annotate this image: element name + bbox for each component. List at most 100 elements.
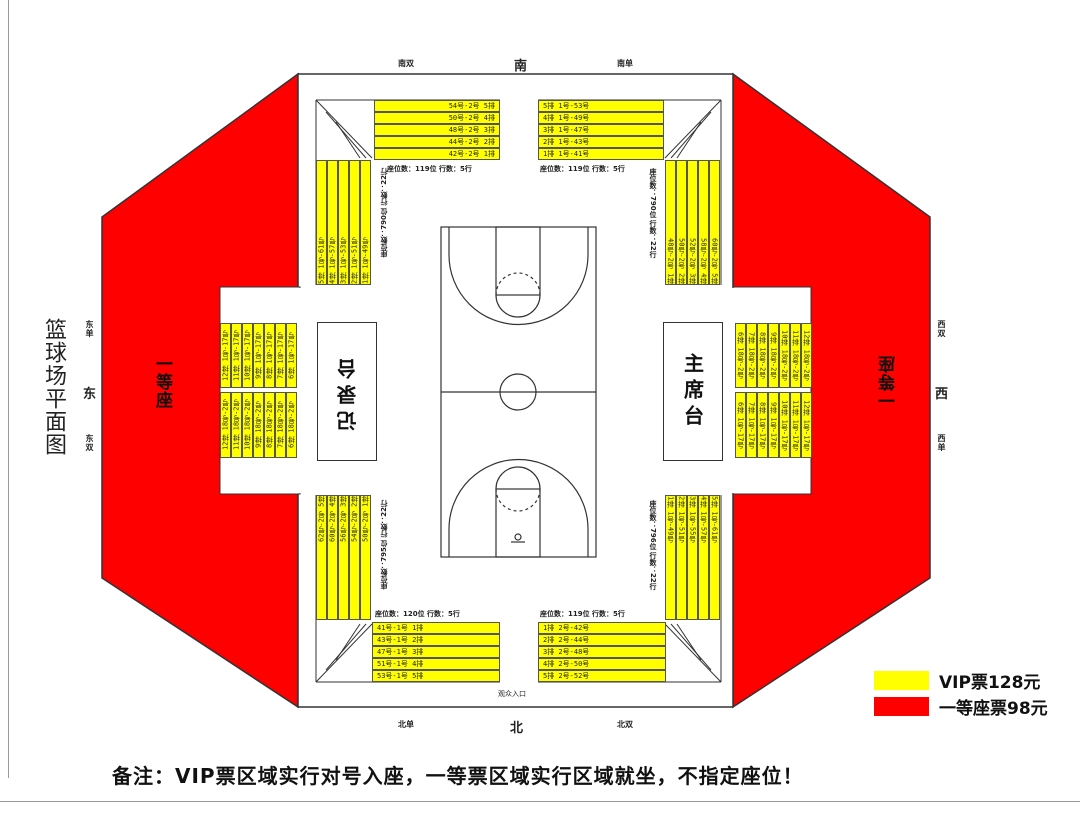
section-info: 座位数：790位 行数：22行: [649, 168, 657, 258]
seat-column: 10排 18号-2号: [779, 323, 790, 388]
seat-row: 3排 1号-47号: [538, 124, 664, 136]
legend-vip: VIP票128元: [874, 668, 1040, 693]
seat-row: 5排 2号-52号: [538, 670, 666, 682]
seat-column: 8排 1号-17号: [264, 323, 275, 388]
seat-column: 9排 1号-17号: [768, 392, 779, 458]
direction-west: 西: [935, 387, 949, 402]
chairman-table: 主席台: [663, 322, 723, 461]
seat-row: 4排 1号-49号: [538, 112, 664, 124]
seat-column: 56号-2号 3排: [338, 495, 349, 620]
seat-row: 53号-1号 5排: [372, 670, 500, 682]
seat-column: 7排 18号-2号: [746, 323, 757, 388]
section-ur: 48号-2号 1排 50号-2号 2排 52号-2号 3排 58号-2号 4排 …: [665, 160, 720, 285]
section-east-upper: 12排 1号-17号 11排 1号-17号 10排 1号-17号 9排 1号-1…: [220, 323, 297, 388]
seat-column: 62号-2号 5排: [316, 495, 327, 620]
section-south-left: 54号-2号 5排 50号-2号 4排 48号-2号 3排 44号-2号 2排 …: [374, 100, 500, 160]
first-class-label-east: 一等座: [152, 355, 172, 409]
seat-column: 7排 18号-2号: [275, 392, 286, 458]
seat-column: 12排 18号-2号: [801, 323, 812, 388]
seat-column: 8排 1号-17号: [757, 392, 768, 458]
seat-column: 4排 1号-57号: [698, 495, 709, 620]
chairman-table-label: 主席台: [680, 352, 705, 431]
seat-column: 8排 18号-2号: [264, 392, 275, 458]
seat-column: 11排 18号-2号: [231, 392, 242, 458]
seat-column: 7排 1号-17号: [746, 392, 757, 458]
seat-column: 10排 1号-17号: [242, 323, 253, 388]
legend-label-first: 一等座票98元: [939, 699, 1048, 719]
seat-row: 3排 2号-48号: [538, 646, 666, 658]
seat-row: 43号-1号 2排: [372, 634, 500, 646]
section-info: 座位数：795位 行数：22行: [380, 500, 388, 590]
east-wing: [219, 286, 301, 495]
direction-east-bottom: 东双: [85, 434, 94, 452]
seat-row: 44号-2号 2排: [374, 136, 500, 148]
section-info: 座位数：119位 行数：5行: [540, 610, 625, 618]
seat-column: 4排 1号-57号: [327, 160, 338, 285]
audience-entrance: 观众入口: [498, 690, 526, 698]
seat-column: 10排 1号-17号: [779, 392, 790, 458]
seat-column: 50号-2号 2排: [676, 160, 687, 285]
seat-column: 9排 1号-17号: [253, 323, 264, 388]
seat-column: 1排 1号-49号: [665, 495, 676, 620]
seat-column: 11排 18号-2号: [790, 323, 801, 388]
legend-label-vip: VIP票128元: [939, 673, 1041, 693]
seat-column: 11排 1号-17号: [231, 323, 242, 388]
section-info: 座位数：796位 行数：22行: [649, 500, 657, 590]
seat-column: 12排 1号-17号: [220, 323, 231, 388]
seat-row: 1排 1号-41号: [538, 148, 664, 160]
scorer-table: 记录台: [317, 322, 377, 461]
seat-column: 6排 1号-17号: [735, 392, 746, 458]
basketball-court: [440, 226, 597, 558]
seat-column: 52号-2号 3排: [687, 160, 698, 285]
remark-note: 备注：VIP票区域实行对号入座，一等票区域实行区域就坐，不指定座位！: [112, 764, 804, 788]
direction-north-right: 北双: [617, 720, 633, 729]
seat-column: 58号-2号 4排: [698, 160, 709, 285]
first-class-label-west: 一等座: [879, 355, 899, 409]
section-ul: 5排 1号-61号 4排 1号-57号 3排 1号-53号 2排 1号-51号 …: [316, 160, 371, 285]
section-lr: 1排 1号-49号 2排 1号-51号 3排 1号-55号 4排 1号-57号 …: [665, 495, 720, 620]
seat-column: 10排 18号-2号: [242, 392, 253, 458]
section-info: 座位数：119位 行数：5行: [540, 165, 625, 173]
seat-column: 3排 1号-53号: [338, 160, 349, 285]
seat-column: 6排 1号-17号: [286, 323, 297, 388]
seat-column: 50号-2号 1排: [360, 495, 371, 620]
seat-column: 48号-2号 1排: [665, 160, 676, 285]
bottom-divider: [0, 801, 1080, 802]
seat-column: 9排 18号-2号: [253, 392, 264, 458]
seat-column: 7排 1号-17号: [275, 323, 286, 388]
seat-row: 41号-1号 1排: [372, 622, 500, 634]
seat-column: 2排 1号-51号: [349, 160, 360, 285]
seat-row: 2排 1号-43号: [538, 136, 664, 148]
page-frame: [8, 0, 1080, 778]
seat-column: 8排 18号-2号: [757, 323, 768, 388]
direction-west-bottom: 西单: [937, 434, 946, 452]
section-info: 座位数：790位 行数：22行: [380, 168, 388, 258]
seat-column: 11排 1号-17号: [790, 392, 801, 458]
seat-column: 9排 18号-2号: [768, 323, 779, 388]
section-west-upper: 6排 18号-2号 7排 18号-2号 8排 18号-2号 9排 18号-2号 …: [735, 323, 812, 388]
seat-column: 6排 18号-2号: [735, 323, 746, 388]
direction-south: 南: [514, 59, 528, 74]
seat-row: 1排 2号-42号: [538, 622, 666, 634]
seat-column: 54号-2号 2排: [349, 495, 360, 620]
section-south-right: 5排 1号-53号 4排 1号-49号 3排 1号-47号 2排 1号-43号 …: [538, 100, 664, 160]
seat-row: 50号-2号 4排: [374, 112, 500, 124]
legend-swatch-first: [874, 697, 929, 716]
seat-column: 12排 1号-17号: [801, 392, 812, 458]
seat-row: 48号-2号 3排: [374, 124, 500, 136]
section-info: 座位数：120位 行数：5行: [375, 610, 460, 618]
section-west-lower: 6排 1号-17号 7排 1号-17号 8排 1号-17号 9排 1号-17号 …: [735, 392, 812, 458]
page-title: 篮球场平面图: [41, 318, 66, 456]
seat-column: 60号-2号 4排: [327, 495, 338, 620]
seat-row: 47号-1号 3排: [372, 646, 500, 658]
seat-column: 60号-2号 5排: [709, 160, 720, 285]
seat-column: 3排 1号-55号: [687, 495, 698, 620]
direction-east-top: 东单: [85, 320, 94, 338]
west-wing: [732, 286, 812, 495]
seat-column: 5排 1号-61号: [709, 495, 720, 620]
seat-row: 42号-2号 1排: [374, 148, 500, 160]
seat-column: 12排 18号-2号: [220, 392, 231, 458]
section-ll: 62号-2号 5排 60号-2号 4排 56号-2号 3排 54号-2号 2排 …: [316, 495, 371, 620]
seat-row: 51号-1号 4排: [372, 658, 500, 670]
seat-column: 6排 18号-2号: [286, 392, 297, 458]
